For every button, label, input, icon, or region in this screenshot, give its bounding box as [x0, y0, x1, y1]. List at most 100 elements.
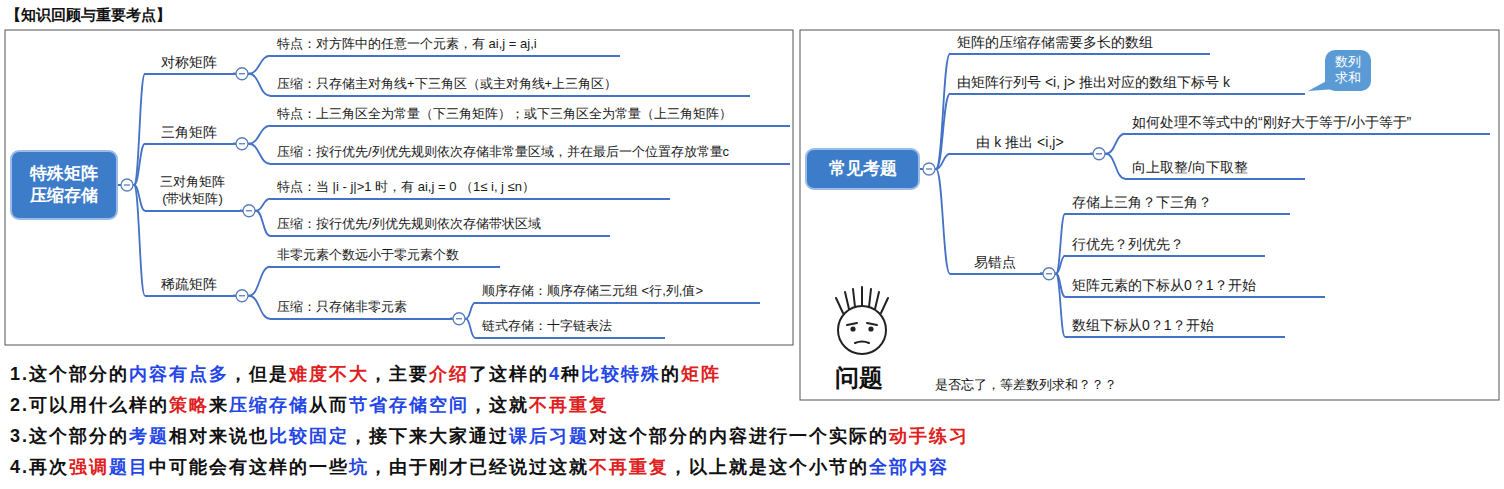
plain-run: 相对来说也	[169, 426, 269, 446]
mindmap-topic: 数组下标从0？1？开始	[1065, 316, 1285, 338]
mindmap-topic: 三角矩阵	[145, 123, 233, 145]
highlight: 全部内容	[869, 457, 949, 477]
mindmap-topic: 向上取整/向下取整	[1125, 158, 1305, 180]
topic-text: 稀疏矩阵	[161, 276, 217, 292]
collapse-icon	[923, 163, 935, 175]
collapse-icon	[121, 179, 133, 191]
root-topic: 特殊矩阵 压缩存储	[10, 150, 118, 220]
doodle-title: 问题	[835, 362, 883, 394]
plain-run: 4.再次	[10, 457, 69, 477]
highlight: 矩阵	[681, 364, 721, 384]
highlight: 考题	[129, 426, 169, 446]
callout-bubble: 数列 求和	[1325, 50, 1371, 91]
branch-line	[920, 169, 950, 274]
highlight: 内容有点多	[129, 364, 229, 384]
branch-line	[118, 185, 145, 296]
topic-text: 由 k 推出 <i,j>	[976, 134, 1063, 150]
topic-text: 压缩：只存储非零元素	[277, 299, 407, 314]
plain-run: ，主要	[369, 364, 429, 384]
mindmap-topic: 压缩：只存储主对角线+下三角区（或主对角线+上三角区）	[270, 76, 750, 97]
topic-text: 向上取整/向下取整	[1132, 159, 1248, 175]
plain-run: 从而	[309, 395, 349, 415]
note-line: 2.可以用什么样的策略来压缩存储从而节省存储空间，这就不再重复	[10, 393, 609, 417]
note-line: 4.再次强调题目中可能会有这样的一些坑，由于刚才已经说过这就不再重复，以上就是这…	[10, 455, 949, 479]
highlight: 比较特殊	[581, 364, 661, 384]
topic-text: 由矩阵行列号 <i, j> 推出对应的数组下标号 k	[957, 74, 1230, 90]
plain-run: ，由于刚才已经说过这就	[369, 457, 589, 477]
right-panel-frame	[800, 30, 1499, 400]
collapse-icon	[453, 313, 465, 325]
face-doodle	[836, 287, 888, 354]
topic-text: 矩阵元素的下标从0？1？开始	[1072, 277, 1256, 293]
plain-run: 对这个部分的内容进行一个实际的	[589, 426, 889, 446]
topic-text: 压缩：按行优先/列优先规则依次存储非常量区域，并在最后一个位置存放常量c	[277, 144, 729, 159]
plain-run: ，以上就是这个小节的	[669, 457, 869, 477]
topic-text: 对称矩阵	[161, 54, 217, 70]
connectors	[118, 54, 1125, 338]
collapse-icon	[236, 290, 248, 302]
mindmap-topic: 非零元素个数远小于零元素个数	[270, 247, 500, 268]
topic-text: 特点：当 |i - j|>1 时，有 ai,j = 0 （1≤ i, j ≤n）	[277, 179, 535, 194]
branch-line	[1040, 274, 1065, 337]
mindmap-topic: 由矩阵行列号 <i, j> 推出对应的数组下标号 k	[950, 73, 1305, 95]
branch-line	[118, 74, 145, 185]
highlight: 难度不大	[289, 364, 369, 384]
topic-text: 特殊矩阵 压缩存储	[20, 163, 108, 207]
mindmap-topic: 易错点	[950, 253, 1040, 275]
highlight: 坑	[349, 457, 369, 477]
topic-text: 存储上三角？下三角？	[1072, 194, 1212, 210]
mindmap-topic: 链式存储：十字链表法	[475, 318, 665, 339]
mindmap-topic: 由 k 推出 <i,j>	[950, 133, 1090, 155]
plain-run: 来	[209, 395, 229, 415]
plain-run: ，这就	[469, 395, 529, 415]
collapse-icon	[1093, 148, 1105, 160]
highlight: 压缩存储	[229, 395, 309, 415]
collapse-icons	[121, 68, 1105, 325]
highlight: 4	[549, 364, 561, 384]
highlight: 强调	[69, 457, 109, 477]
collapse-icon	[236, 138, 248, 150]
mindmap-topic: 特点：上三角区全为常量（下三角矩阵）；或下三角区全为常量（上三角矩阵）	[270, 106, 790, 127]
mindmap-topic: 三对角矩阵 (带状矩阵)	[145, 174, 240, 212]
plain-run: 1.这个部分的	[10, 364, 129, 384]
mindmap-topic: 存储上三角？下三角？	[1065, 193, 1290, 215]
plain-run: ，但是	[229, 364, 289, 384]
note-line: 3.这个部分的考题相对来说也比较固定，接下来大家通过课后习题对这个部分的内容进行…	[10, 424, 969, 448]
mindmap-topic: 矩阵的压缩存储需要多长的数组	[950, 33, 1210, 55]
mindmap-topic: 压缩：按行优先/列优先规则依次存储带状区域	[270, 216, 610, 237]
collapse-icon	[236, 68, 248, 80]
topic-text: 行优先？列优先？	[1072, 236, 1184, 252]
mindmap-topic: 如何处理不等式中的“刚好大于等于/小于等于”	[1125, 113, 1490, 135]
mindmap-topic: 压缩：按行优先/列优先规则依次存储非常量区域，并在最后一个位置存放常量c	[270, 144, 790, 165]
heading: 【知识回顾与重要考点】	[6, 6, 171, 25]
topic-text: 三对角矩阵 (带状矩阵)	[160, 174, 225, 206]
topic-text: 常见考题	[829, 158, 897, 180]
highlight: 比较固定	[269, 426, 349, 446]
highlight: 不再重复	[529, 395, 609, 415]
highlight: 动手练习	[889, 426, 969, 446]
branch-line	[1040, 214, 1065, 274]
mindmap-topic: 对称矩阵	[145, 53, 233, 75]
plain-run: 2.可以用什么样的	[10, 395, 169, 415]
plain-run: 了这样的	[469, 364, 549, 384]
root-topic: 常见考题	[805, 148, 920, 190]
topic-text: 易错点	[974, 254, 1016, 270]
branch-line	[920, 94, 950, 169]
note-line: 1.这个部分的内容有点多，但是难度不大，主要介绍了这样的4种比较特殊的矩阵	[10, 362, 721, 386]
highlight: 不再重复	[589, 457, 669, 477]
branch-line	[920, 54, 950, 169]
mindmap-topic: 矩阵元素的下标从0？1？开始	[1065, 276, 1325, 298]
mindmap-topic: 顺序存储：顺序存储三元组 <行,列,值>	[475, 283, 760, 304]
plain-run: ，接下来大家通过	[349, 426, 509, 446]
topic-text: 如何处理不等式中的“刚好大于等于/小于等于”	[1132, 114, 1411, 130]
mindmap-topic: 稀疏矩阵	[145, 275, 233, 297]
mindmap-topic: 特点：对方阵中的任意一个元素，有 ai,j = aj,i	[270, 36, 620, 57]
plain-run: 种	[561, 364, 581, 384]
branch-line	[118, 144, 145, 185]
doodle-caption: 是否忘了，等差数列求和？？？	[935, 376, 1117, 394]
collapse-icon	[243, 205, 255, 217]
highlight: 题目	[109, 457, 149, 477]
collapse-icon	[1043, 268, 1055, 280]
mindmap-topic: 压缩：只存储非零元素	[270, 299, 450, 320]
highlight: 课后习题	[509, 426, 589, 446]
